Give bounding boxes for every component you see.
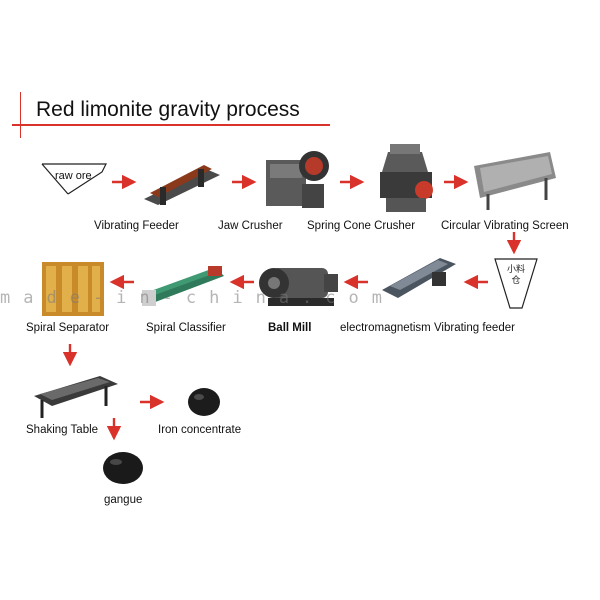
arrow-separator-to-shaking-table <box>62 344 78 367</box>
em-vibrating-feeder-label: electromagnetism Vibrating feeder <box>340 322 515 334</box>
arrow-screen-to-hopper <box>506 232 522 255</box>
spiral-separator-image <box>42 262 104 316</box>
spiral-separator-label: Spiral Separator <box>26 322 110 334</box>
arrow-ball-mill-to-classifier <box>229 274 254 290</box>
circular-vibrating-screen-image <box>474 152 556 210</box>
hopper-image <box>494 258 538 309</box>
raw-ore-label: raw ore <box>55 170 92 182</box>
gangue-image <box>103 452 143 484</box>
em-vibrating-feeder-image <box>382 258 456 298</box>
arrow-cone-to-screen <box>444 174 469 190</box>
ball-mill-label: Ball Mill <box>268 322 312 334</box>
iron-concentrate-label: Iron concentrate <box>158 424 242 436</box>
spring-cone-crusher-label: Spring Cone Crusher <box>307 220 416 232</box>
hopper-label: 小料仓 <box>506 264 525 285</box>
arrow-shaking-table-to-concentrate <box>140 394 165 410</box>
raw-ore-hopper <box>41 163 107 195</box>
spiral-classifier-image <box>142 266 224 306</box>
arrow-classifier-to-separator <box>109 274 134 290</box>
vibrating-feeder-label: Vibrating Feeder <box>94 220 179 232</box>
arrow-hopper-to-em-feeder <box>463 274 488 290</box>
arrow-em-feeder-to-ball-mill <box>343 274 368 290</box>
arrow-feeder-to-jaw <box>232 174 257 190</box>
shaking-table-label: Shaking Table <box>26 424 99 436</box>
arrow-shaking-table-to-gangue <box>106 418 122 441</box>
ball-mill-image <box>259 268 338 306</box>
shaking-table-image <box>34 376 118 418</box>
circular-vibrating-screen-label: Circular Vibrating Screen <box>441 220 569 232</box>
title-underline <box>12 124 330 126</box>
page-title: Red limonite gravity process <box>36 98 300 121</box>
jaw-crusher-label: Jaw Crusher <box>218 220 283 232</box>
title-accent-vertical <box>20 92 21 138</box>
gangue-label: gangue <box>104 494 143 506</box>
arrow-jaw-to-cone <box>340 174 365 190</box>
spring-cone-crusher-image <box>380 144 433 212</box>
watermark: made-in-china.com <box>0 288 395 308</box>
spiral-classifier-label: Spiral Classifier <box>146 322 226 334</box>
arrow-raw-to-feeder <box>112 174 137 190</box>
iron-concentrate-image <box>188 388 220 416</box>
vibrating-feeder-image <box>144 165 220 205</box>
jaw-crusher-image <box>266 151 329 208</box>
